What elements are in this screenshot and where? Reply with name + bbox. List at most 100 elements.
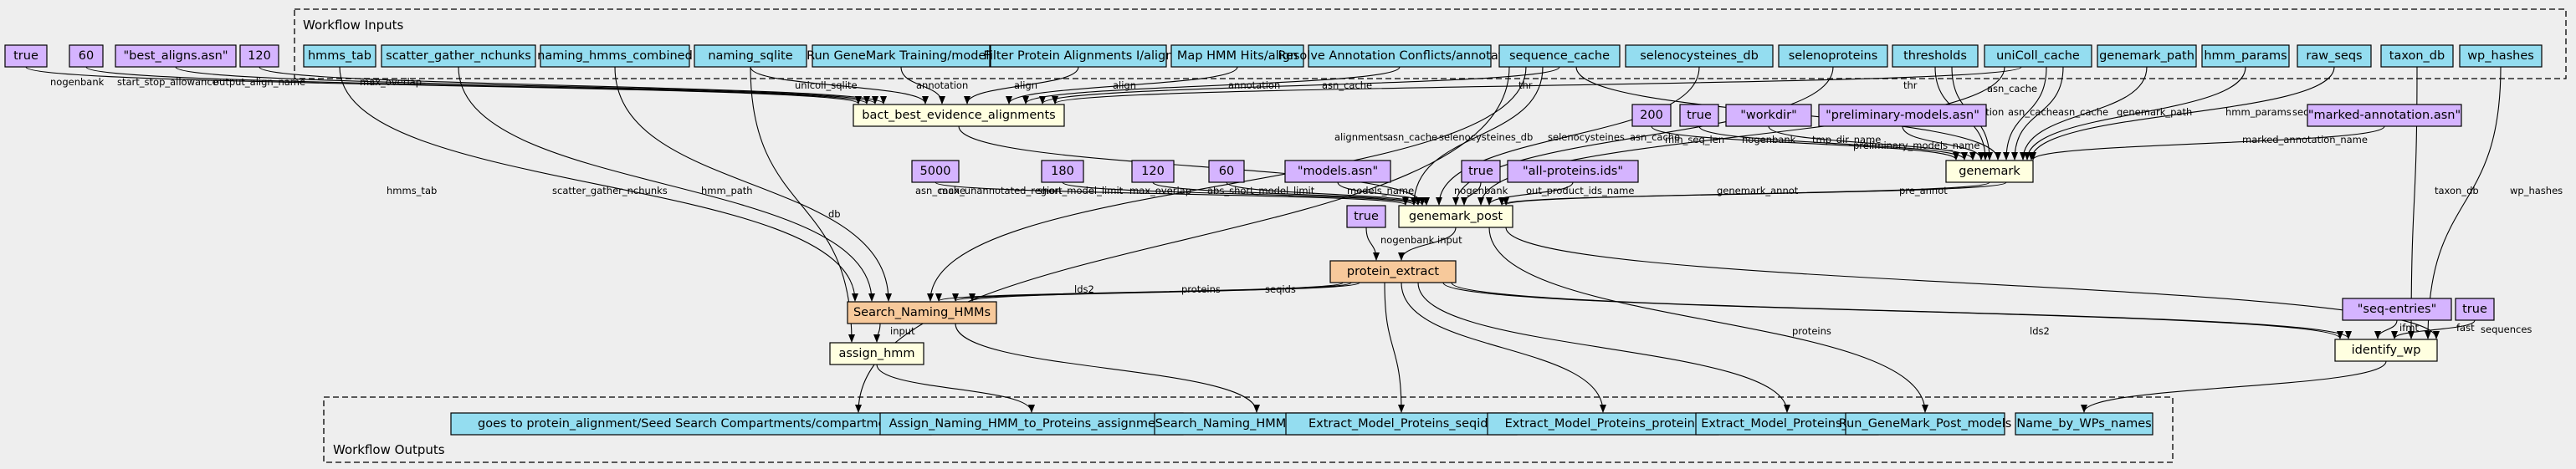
node-label: 5000 [920, 165, 951, 178]
node-in-naming-hmms-combined[interactable]: naming_hmms_combined [537, 44, 693, 68]
node-box [911, 160, 960, 183]
node-t-genemark-post[interactable]: genemark_post [1398, 205, 1513, 228]
edge-label-proteins: proteins [1181, 283, 1221, 295]
node-c-prelim-models[interactable]: "preliminary-models.asn" [1818, 104, 1987, 127]
node-label: Name_by_WPs_names [2016, 417, 2151, 431]
node-box [1679, 104, 1719, 127]
node-c-200[interactable]: 200 [1631, 104, 1672, 127]
edge-in-filter-protein-to-t-bact-best [964, 66, 1079, 105]
edge-in-unicoll-cache-to-t-genemark [2011, 66, 2064, 161]
edge-c-120-1-to-t-bact-best [259, 66, 887, 105]
node-t-genemark[interactable]: genemark [1945, 160, 2034, 183]
node-c-marked-annot[interactable]: "marked-annotation.asn" [2307, 104, 2462, 127]
node-c-true-2[interactable]: true [1679, 104, 1719, 127]
node-label: identify_wp [2352, 344, 2421, 357]
node-c-true-4[interactable]: true [1346, 205, 1386, 228]
edge-c-models-asn-to-t-genemark-post [1337, 181, 1430, 206]
node-c-true-1[interactable]: true [4, 44, 48, 68]
node-label: sequence_cache [1509, 49, 1610, 63]
edge-label-asn-cache: asn_cache [1322, 79, 1372, 91]
edge-label-hmms-tab: hmms_tab [387, 185, 437, 196]
edge-label-scatter-gather-nchunks: scatter_gather_nchunks [552, 185, 668, 196]
edge-c-workdir-to-t-genemark [1768, 125, 1976, 161]
node-label: genemark_post [1409, 210, 1503, 223]
node-label: assign_hmm [838, 347, 914, 360]
node-in-run-genemark[interactable]: Run GeneMark Training/models [807, 44, 996, 68]
node-box [694, 44, 807, 68]
node-c-true-3[interactable]: true [1461, 160, 1501, 183]
node-in-hmms-tab[interactable]: hmms_tab [303, 44, 376, 68]
edge-label-align: align [1014, 79, 1037, 91]
node-out-lds2[interactable]: Extract_Model_Proteins_lds2 [1695, 412, 1879, 436]
node-label: raw_seqs [2306, 49, 2362, 63]
node-c-best-aligns[interactable]: "best_aligns.asn" [115, 44, 237, 68]
node-in-wp-hashes[interactable]: wp_hashes [2459, 44, 2543, 68]
node-label: hmms_tab [308, 49, 371, 63]
edge-c-all-proteins-to-t-genemark-post [1486, 181, 1574, 206]
node-c-true-5[interactable]: true [2455, 298, 2495, 321]
edge-in-sequence-cache-to-out-compartments [855, 66, 1510, 413]
edge-label-wp-hashes: wp_hashes [2510, 185, 2563, 196]
node-t-search-naming[interactable]: Search_Naming_HMMs [847, 301, 997, 324]
node-out-proteins[interactable]: Extract_Model_Proteins_proteins [1487, 412, 1719, 436]
node-in-map-hmm[interactable]: Map HMM Hits/align [1170, 44, 1304, 68]
node-in-hmm-params[interactable]: hmm_params [2201, 44, 2290, 68]
node-in-filter-protein[interactable]: Filter Protein Alignments I/align [984, 44, 1174, 68]
node-in-selenocysteines-db[interactable]: selenocysteines_db [1625, 44, 1774, 68]
node-t-bact-best[interactable]: bact_best_evidence_alignments [853, 104, 1065, 127]
node-label: true [13, 49, 38, 63]
node-out-seqids[interactable]: Extract_Model_Proteins_seqids [1285, 412, 1518, 436]
node-box [239, 44, 279, 68]
node-in-thresholds[interactable]: thresholds [1892, 44, 1979, 68]
edge-label-seqids: seqids [1265, 283, 1296, 295]
node-box [303, 44, 376, 68]
node-out-genemark-models[interactable]: Run_GeneMark_Post_models [1839, 412, 2012, 436]
node-in-unicoll-cache[interactable]: uniColl_cache [1984, 44, 2092, 68]
edge-label-selenocysteines-db: selenocysteines_db [1439, 131, 1533, 143]
node-out-name-by-wps[interactable]: Name_by_WPs_names [2015, 412, 2153, 436]
node-box [1625, 44, 1774, 68]
node-in-scatter-gather-nchunks[interactable]: scatter_gather_nchunks [381, 44, 536, 68]
node-t-assign-hmm[interactable]: assign_hmm [829, 342, 924, 365]
node-out-assign-naming[interactable]: Assign_Naming_HMM_to_Proteins_assignment… [879, 412, 1184, 436]
node-c-workdir[interactable]: "workdir" [1725, 104, 1812, 127]
edge-in-naming-sqlite-to-t-bact-best [750, 66, 929, 105]
edge-t-search-naming-to-t-assign-hmm [873, 323, 881, 343]
node-label: Extract_Model_Proteins_proteins [1505, 417, 1702, 431]
node-c-120-1[interactable]: 120 [239, 44, 279, 68]
node-label: Search_Naming_HMMs [853, 306, 991, 319]
node-c-seq-entries[interactable]: "seq-entries" [2342, 298, 2452, 321]
node-box [2097, 44, 2197, 68]
node-box [540, 44, 690, 68]
edge-in-sequence-cache-to-t-search-naming [927, 66, 1527, 302]
node-c-180[interactable]: 180 [1041, 160, 1084, 183]
node-c-models-asn[interactable]: "models.asn" [1284, 160, 1391, 183]
node-box [4, 44, 48, 68]
edge-in-naming-sqlite-to-t-assign-hmm [750, 66, 855, 343]
node-c-5000[interactable]: 5000 [911, 160, 960, 183]
node-box [1284, 160, 1391, 183]
node-in-taxon-db[interactable]: taxon_db [2380, 44, 2454, 68]
node-in-raw-seqs[interactable]: raw_seqs [2297, 44, 2372, 68]
edge-c-prelim-models-to-t-genemark [1902, 125, 1984, 161]
node-in-sequence-cache[interactable]: sequence_cache [1498, 44, 1621, 68]
node-t-identify-wp[interactable]: identify_wp [2334, 339, 2438, 362]
node-c-60-2[interactable]: 60 [1208, 160, 1245, 183]
edge-c-200-to-t-genemark [1651, 125, 1959, 161]
node-out-compartments[interactable]: goes to protein_alignment/Seed Search Co… [450, 412, 932, 436]
node-c-120-2[interactable]: 120 [1131, 160, 1175, 183]
node-in-genemark-path[interactable]: genemark_path [2097, 44, 2197, 68]
node-in-resolve-annot[interactable]: Resolve Annotation Conflicts/annotation [1278, 44, 1522, 68]
node-c-all-proteins[interactable]: "all-proteins.ids" [1507, 160, 1639, 183]
node-in-selenoproteins[interactable]: selenoproteins [1778, 44, 1888, 68]
edge-in-scatter-gather-nchunks-to-t-search-naming [458, 66, 875, 302]
edge-in-run-genemark-to-t-bact-best [900, 66, 945, 105]
node-c-60-1[interactable]: 60 [69, 44, 104, 68]
workflow-inputs-cluster [294, 8, 2567, 79]
node-t-protein-extract[interactable]: protein_extract [1329, 260, 1457, 283]
edge-in-unicoll-cache-to-t-bact-best [1052, 66, 2022, 105]
edge-label-lds2: lds2 [1074, 283, 1094, 295]
node-in-naming-sqlite[interactable]: naming_sqlite [694, 44, 807, 68]
edge-label-asn-cache: asn_cache [1987, 83, 2037, 94]
